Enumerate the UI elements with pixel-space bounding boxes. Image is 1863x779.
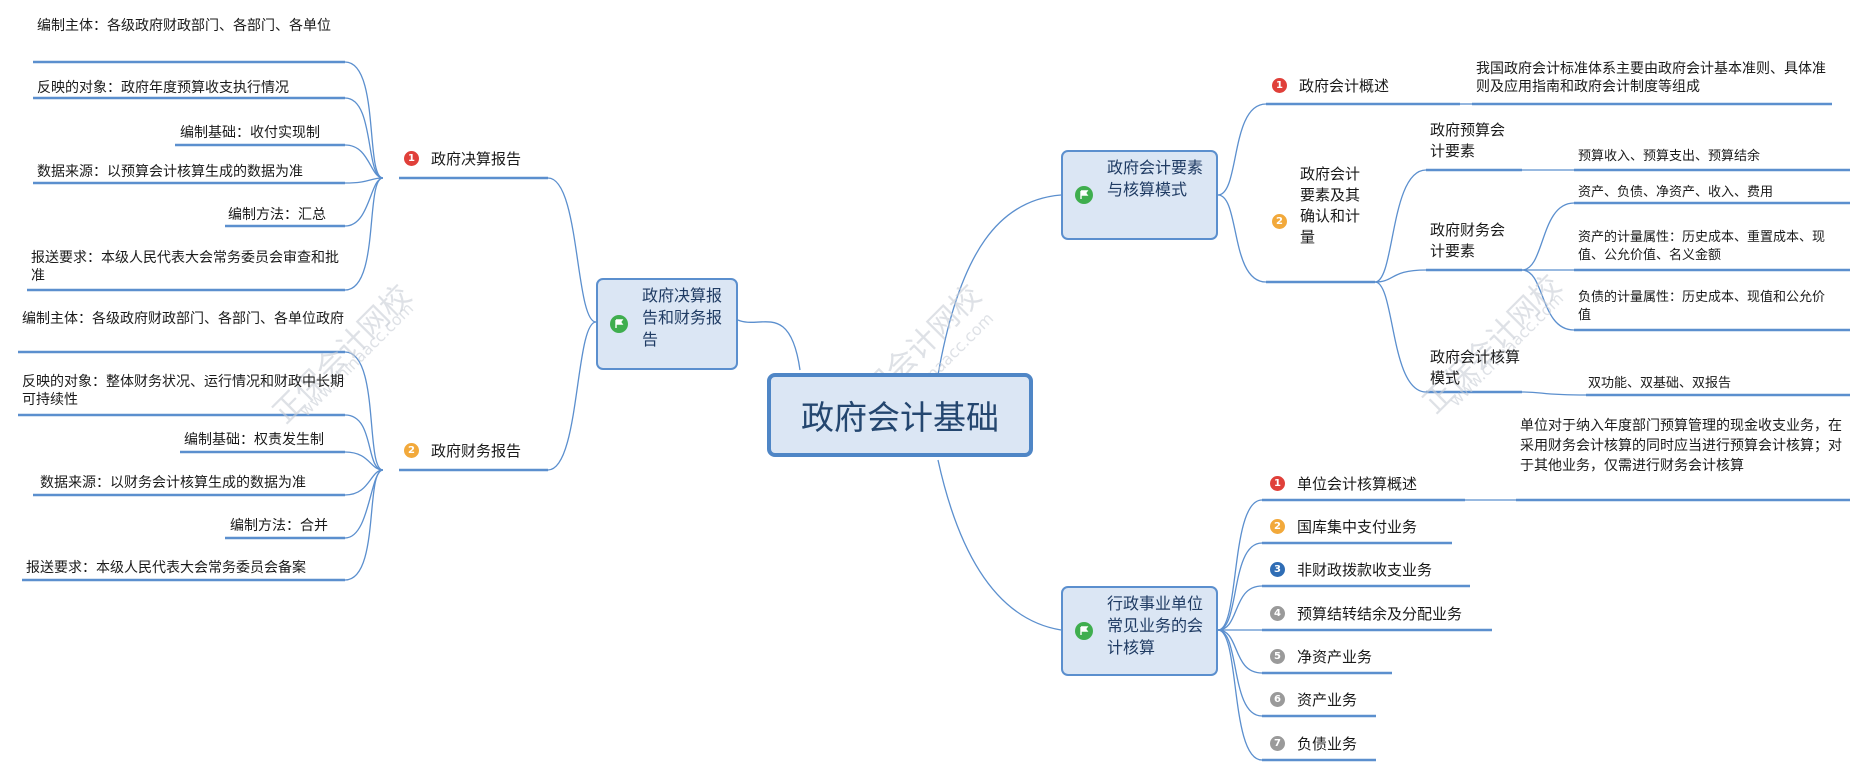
topic-administrative-units-accounting[interactable]: 行政事业单位常见业务的会计核算 [1061, 586, 1218, 676]
item-label: 国库集中支付业务 [1297, 518, 1418, 536]
item-liabilities[interactable]: 7 负债业务 [1270, 735, 1357, 754]
topic-label: 政府决算报告和财务报告 [642, 286, 723, 349]
topic-label: 行政事业单位常见业务的会计核算 [1107, 594, 1204, 657]
leaf-method: 编制方法：合并 [230, 518, 328, 534]
central-topic[interactable]: 政府会计基础 [767, 373, 1033, 457]
topic-label: 政府会计要素与核算模式 [1107, 158, 1204, 199]
item-label: 净资产业务 [1297, 648, 1373, 666]
branch-final-accounts-report[interactable]: 1 政府决算报告 [404, 150, 521, 169]
leaf-model-desc: 双功能、双基础、双报告 [1588, 376, 1732, 391]
topic-elements-and-accounting-model[interactable]: 政府会计要素与核算模式 [1061, 150, 1218, 240]
leaf-object: 反映的对象：整体财务状况、运行情况和财政中长期可持续性 [22, 374, 344, 408]
branch-elements-recognition-measurement[interactable]: 2 政府会计要素及其确认和计量 [1272, 164, 1360, 248]
flag-icon [1075, 622, 1093, 640]
leaf-budget-elements: 预算收入、预算支出、预算结余 [1578, 149, 1761, 164]
item-non-fiscal-revenue-expense[interactable]: 3 非财政拨款收支业务 [1270, 561, 1432, 580]
branch-financial-report[interactable]: 2 政府财务报告 [404, 442, 521, 461]
leaf-compiler: 编制主体：各级政府财政部门、各部门、各单位 [37, 18, 331, 34]
leaf-object: 反映的对象：政府年度预算收支执行情况 [37, 80, 289, 96]
priority-2-icon: 2 [1270, 519, 1285, 534]
priority-1-icon: 1 [1272, 78, 1287, 93]
item-unit-accounting-overview[interactable]: 1 单位会计核算概述 [1270, 475, 1417, 494]
item-label: 预算结转结余及分配业务 [1297, 605, 1463, 623]
priority-2-icon: 2 [404, 443, 419, 458]
branch-label: 政府会计概述 [1299, 77, 1390, 95]
priority-1-icon: 1 [1270, 476, 1285, 491]
item-label: 资产业务 [1297, 691, 1358, 709]
item-treasury-payment[interactable]: 2 国库集中支付业务 [1270, 518, 1417, 537]
branch-label: 政府财务报告 [431, 442, 522, 460]
leaf-data-source: 数据来源：以财务会计核算生成的数据为准 [40, 475, 306, 491]
leaf-financial-elements: 资产、负债、净资产、收入、费用 [1578, 185, 1774, 200]
flag-icon [610, 315, 628, 333]
priority-3-icon: 3 [1270, 562, 1285, 577]
item-label: 负债业务 [1297, 735, 1358, 753]
leaf-basis: 编制基础：权责发生制 [184, 432, 324, 448]
priority-7-icon: 7 [1270, 736, 1285, 751]
item-assets[interactable]: 6 资产业务 [1270, 691, 1357, 710]
item-budget-carryover[interactable]: 4 预算结转结余及分配业务 [1270, 605, 1462, 624]
leaf-basis: 编制基础：收付实现制 [180, 125, 320, 141]
branch-label: 政府决算报告 [431, 150, 522, 168]
topic-final-accounts-and-financial-reports[interactable]: 政府决算报告和财务报告 [596, 278, 738, 370]
priority-5-icon: 5 [1270, 649, 1285, 664]
leaf-submission: 报送要求：本级人民代表大会常务委员会备案 [26, 560, 306, 576]
leaf-overview-desc: 我国政府会计标准体系主要由政府会计基本准则、具体准则及应用指南和政府会计制度等组… [1476, 61, 1826, 95]
sub-budget-accounting-elements[interactable]: 政府预算会计要素 [1430, 121, 1506, 160]
sub-accounting-model[interactable]: 政府会计核算模式 [1430, 348, 1521, 387]
item-label: 单位会计核算概述 [1297, 475, 1418, 493]
leaf-asset-measurement: 资产的计量属性：历史成本、重置成本、现值、公允价值、名义金额 [1578, 230, 1826, 263]
leaf-data-source: 数据来源：以预算会计核算生成的数据为准 [37, 164, 303, 180]
priority-1-icon: 1 [404, 151, 419, 166]
item-label: 非财政拨款收支业务 [1297, 561, 1433, 579]
branch-government-accounting-overview[interactable]: 1 政府会计概述 [1272, 77, 1389, 96]
priority-4-icon: 4 [1270, 606, 1285, 621]
item-net-assets[interactable]: 5 净资产业务 [1270, 648, 1372, 667]
sub-financial-accounting-elements[interactable]: 政府财务会计要素 [1430, 221, 1506, 260]
priority-6-icon: 6 [1270, 692, 1285, 707]
leaf-compiler: 编制主体：各级政府财政部门、各部门、各单位政府 [22, 311, 344, 327]
leaf-submission: 报送要求：本级人民代表大会常务委员会审查和批准 [31, 250, 339, 284]
leaf-liability-measurement: 负债的计量属性：历史成本、现值和公允价值 [1578, 290, 1826, 323]
branch-label: 政府会计要素及其确认和计量 [1300, 165, 1361, 246]
leaf-method: 编制方法：汇总 [228, 207, 326, 223]
leaf-unit-overview-desc: 单位对于纳入年度部门预算管理的现金收支业务，在采用财务会计核算的同时应当进行预算… [1520, 418, 1842, 474]
priority-2-icon: 2 [1272, 214, 1287, 229]
flag-icon [1075, 186, 1093, 204]
